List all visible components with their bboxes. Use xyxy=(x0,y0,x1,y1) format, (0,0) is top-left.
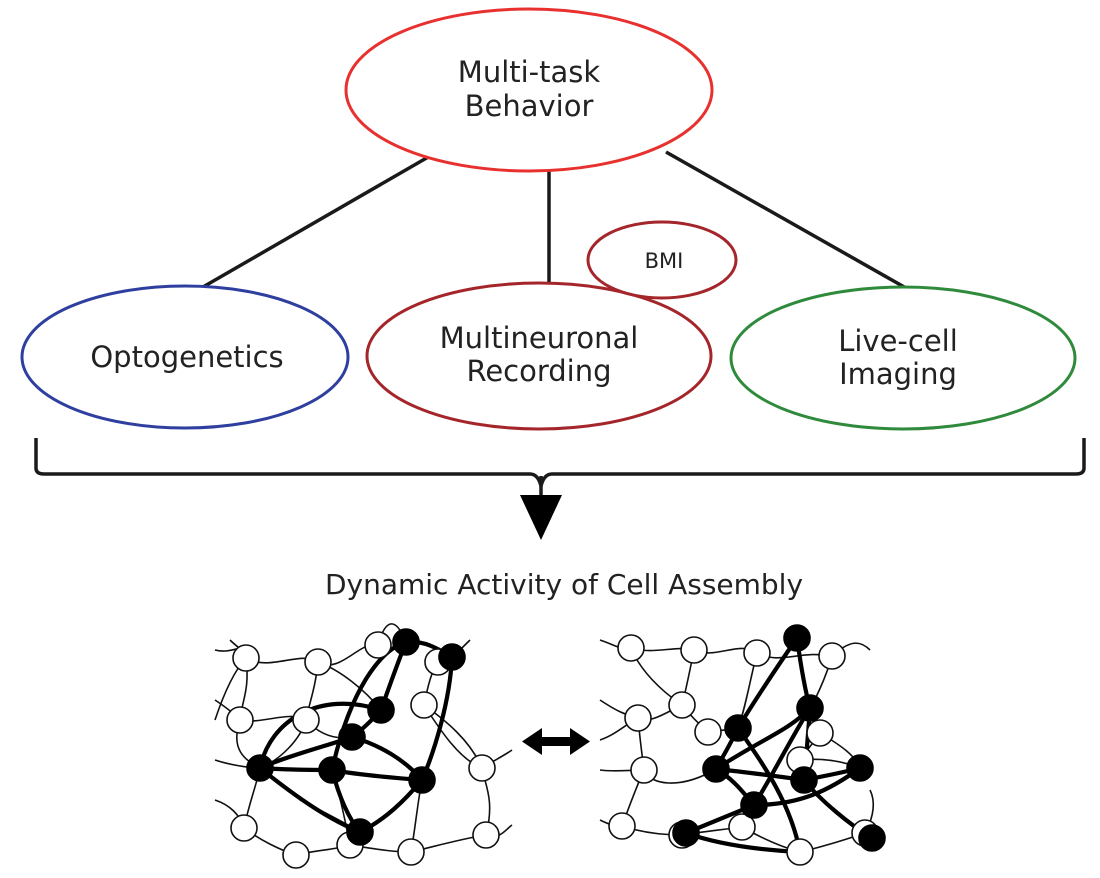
inactive-neuron xyxy=(364,631,392,659)
inactive-neuron xyxy=(292,706,320,734)
network-left xyxy=(214,623,513,869)
node-livecell-line2: Imaging xyxy=(839,357,957,391)
active-neuron xyxy=(367,696,395,724)
edge-behavior-optogenetics xyxy=(202,154,431,289)
active-neuron xyxy=(346,818,374,846)
inactive-neuron xyxy=(468,754,496,782)
inactive-neuron xyxy=(806,719,834,747)
active-neuron xyxy=(796,694,824,722)
node-multitask-line1: Multi-task xyxy=(458,55,601,89)
active-neuron xyxy=(724,714,752,742)
node-multineuronal-line1: Multineuronal xyxy=(440,321,639,355)
inactive-neuron xyxy=(694,718,722,746)
node-multitask-line2: Behavior xyxy=(465,89,594,123)
inactive-neuron xyxy=(786,838,814,866)
inactive-neuron xyxy=(226,706,254,734)
node-livecell-imaging: Live-cell Imaging xyxy=(729,285,1077,431)
edge-behavior-livecell xyxy=(665,150,907,290)
result-caption: Dynamic Activity of Cell Assembly xyxy=(325,568,803,601)
double-arrow-icon xyxy=(522,728,590,755)
inactive-neuron xyxy=(230,814,258,842)
node-multineuronal-recording: Multineuronal Recording xyxy=(365,281,713,431)
inactive-neuron xyxy=(410,691,438,719)
active-neuron xyxy=(790,766,818,794)
active-neuron xyxy=(858,824,886,852)
active-neuron xyxy=(246,754,274,782)
node-optogenetics-label: Optogenetics xyxy=(90,340,283,374)
inactive-neuron xyxy=(472,821,500,849)
node-bmi: BMI xyxy=(586,220,738,300)
active-neuron xyxy=(318,756,346,784)
node-optogenetics: Optogenetics xyxy=(20,284,350,430)
node-multitask-behavior: Multi-task Behavior xyxy=(344,7,714,173)
inactive-neuron xyxy=(680,636,708,664)
inactive-neuron xyxy=(668,691,696,719)
network-wire xyxy=(295,834,487,856)
active-neuron xyxy=(783,624,811,652)
inactive-neuron xyxy=(624,704,652,732)
active-neuron xyxy=(702,755,730,783)
node-multineuronal-line2: Recording xyxy=(466,354,611,388)
node-bmi-label: BMI xyxy=(645,249,684,273)
inactive-neuron xyxy=(617,634,645,662)
active-neuron xyxy=(408,766,436,794)
merge-brace xyxy=(34,438,1086,487)
inactive-neuron xyxy=(630,756,658,784)
inactive-neuron xyxy=(608,812,636,840)
inactive-neuron xyxy=(304,648,332,676)
down-arrow-icon xyxy=(520,495,562,540)
active-neuron xyxy=(338,723,366,751)
active-neuron xyxy=(672,819,700,847)
active-neuron xyxy=(438,643,466,671)
active-neuron xyxy=(846,754,874,782)
inactive-neuron xyxy=(818,642,846,670)
node-livecell-line1: Live-cell xyxy=(838,324,958,358)
active-neuron xyxy=(392,628,420,656)
inactive-neuron xyxy=(397,838,425,866)
inactive-neuron xyxy=(282,841,310,869)
network-right xyxy=(599,624,886,866)
inactive-neuron xyxy=(743,639,771,667)
inactive-neuron xyxy=(232,644,260,672)
active-neuron xyxy=(740,791,768,819)
inactive-neuron xyxy=(728,813,756,841)
